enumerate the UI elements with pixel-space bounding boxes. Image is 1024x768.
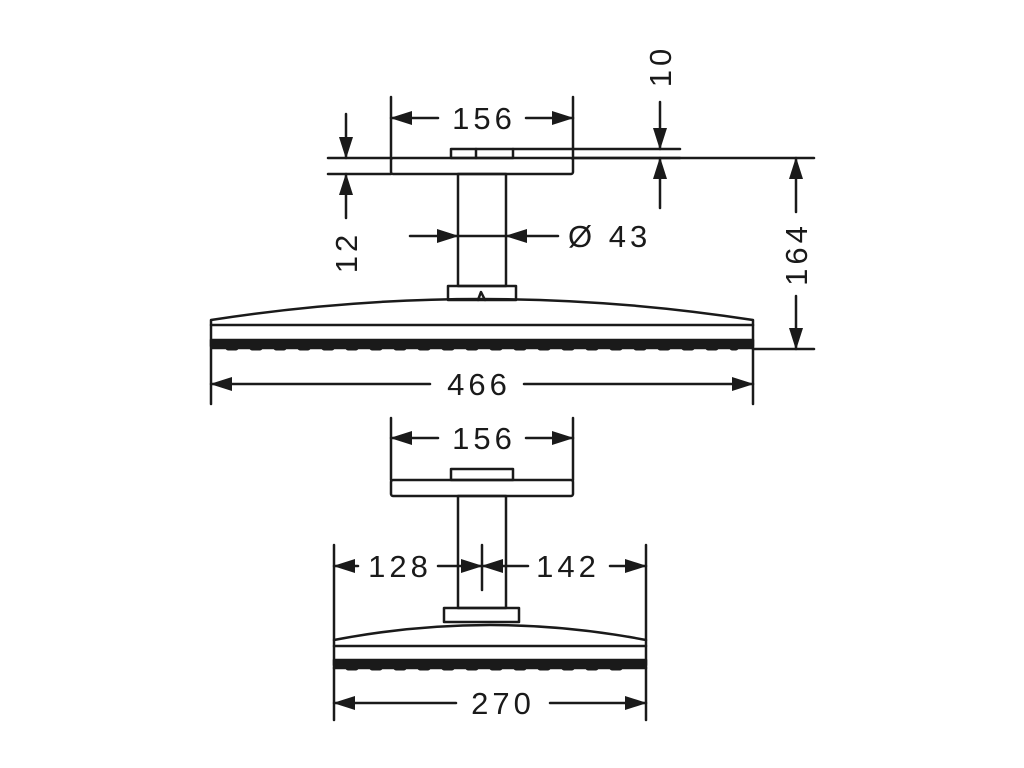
arm-connector-bottom [442, 606, 521, 624]
label-arm-gap: 10 [643, 45, 678, 87]
dim-offsets [332, 543, 648, 642]
dim-head-depth [332, 666, 648, 722]
dim-plate-thickness [326, 112, 393, 220]
label-head-width: 466 [447, 367, 511, 402]
mount-cap-bottom [449, 467, 515, 482]
dim-total-height [571, 156, 816, 351]
label-mount-width-bottom: 156 [452, 421, 516, 456]
top-view [209, 147, 755, 351]
shower-arm-top [456, 172, 508, 288]
dim-head-width [209, 347, 755, 406]
label-arm-diameter: Ø 43 [568, 219, 651, 254]
label-head-depth: 270 [471, 686, 535, 721]
ceiling-plate-top [389, 156, 575, 176]
label-plate-thickness: 12 [329, 231, 364, 273]
mount-cap-top [449, 147, 515, 160]
label-right-offset: 142 [536, 549, 600, 584]
dim-mount-width-bottom [389, 416, 575, 482]
shower-head-top [209, 297, 755, 348]
label-left-offset: 128 [368, 549, 432, 584]
label-mount-width-top: 156 [452, 101, 516, 136]
ceiling-plate-bottom [389, 478, 575, 498]
label-total-height: 164 [779, 222, 814, 286]
